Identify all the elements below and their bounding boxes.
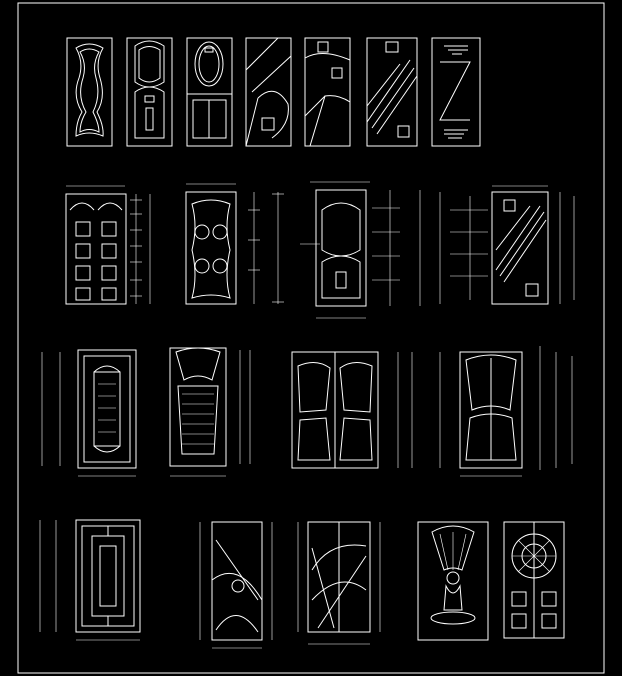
door-6: [366, 37, 418, 147]
door-17: [199, 521, 273, 649]
door-10: [300, 181, 421, 319]
door-8: [65, 185, 151, 305]
door-4: [245, 37, 292, 147]
door-18: [297, 521, 381, 645]
door-13: [169, 347, 251, 477]
door-7: [431, 37, 481, 147]
door-11: [439, 185, 575, 305]
door-5: [304, 37, 351, 147]
sheet-border: [17, 2, 605, 674]
door-20: [503, 521, 565, 639]
door-2: [126, 37, 173, 147]
door-1: [66, 37, 113, 147]
door-15: [439, 346, 573, 477]
door-9: [185, 183, 284, 305]
door-14: [291, 351, 413, 469]
door-16: [39, 519, 141, 641]
door-3: [186, 37, 233, 147]
door-19: [417, 521, 489, 641]
door-12: [41, 349, 137, 477]
